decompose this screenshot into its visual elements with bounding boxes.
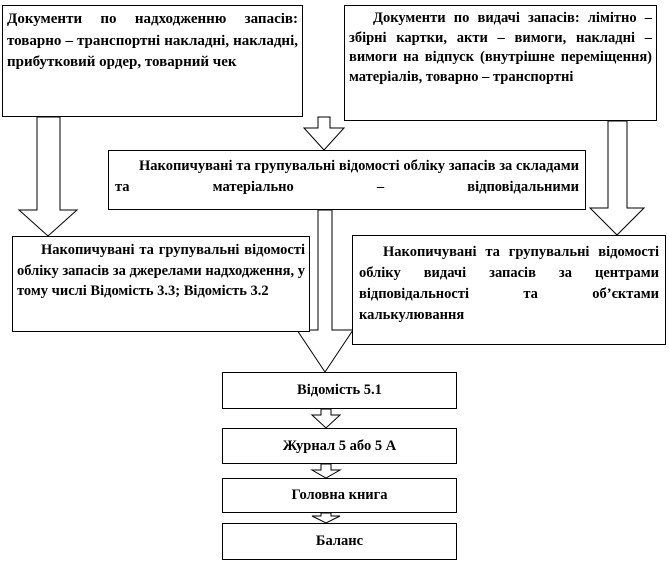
box-issue-documents-text: Документи по видачі запасів: лімітно – з… <box>349 10 652 85</box>
arrow-center-to-warehouse-statements <box>302 116 346 151</box>
box-statement-5-1-text: Відомість 5.1 <box>297 382 382 398</box>
box-journal-5: Журнал 5 або 5 А <box>222 428 457 464</box>
box-issue-documents: Документи по видачі запасів: лімітно – з… <box>344 5 657 121</box>
arrow-warehouse-statements-to-statement-5-1 <box>296 209 354 373</box>
arrow-receipt-docs-to-receipt-statements <box>17 116 79 237</box>
box-warehouse-statements: Накопичувані та групувальні відомості об… <box>108 150 586 210</box>
arrow-journal-to-ledger <box>310 463 342 479</box>
box-warehouse-statements-text: Накопичувані та групувальні відомості об… <box>115 158 579 195</box>
arrow-statement-5-1-to-journal <box>310 408 342 429</box>
box-statement-5-1: Відомість 5.1 <box>222 372 457 409</box>
box-receipt-statements-text: Накопичувані та групувальні відомості об… <box>17 242 305 299</box>
box-journal-5-text: Журнал 5 або 5 А <box>282 437 397 454</box>
box-issue-statements-text: Накопичувані та групувальні відомості об… <box>359 244 659 323</box>
arrow-ledger-to-balance <box>311 512 341 524</box>
box-general-ledger-text: Головна книга <box>291 487 388 503</box>
arrow-issue-docs-to-issue-statements <box>588 120 646 236</box>
box-general-ledger: Головна книга <box>222 478 457 513</box>
box-receipt-documents-text: Документи по надходженню запасів: товарн… <box>7 11 298 70</box>
box-receipt-documents: Документи по надходженню запасів: товарн… <box>2 5 303 117</box>
box-balance: Баланс <box>222 523 457 560</box>
box-receipt-statements: Накопичувані та групувальні відомості об… <box>12 236 310 332</box>
box-balance-text: Баланс <box>315 533 364 549</box>
box-issue-statements: Накопичувані та групувальні відомості об… <box>352 235 666 345</box>
